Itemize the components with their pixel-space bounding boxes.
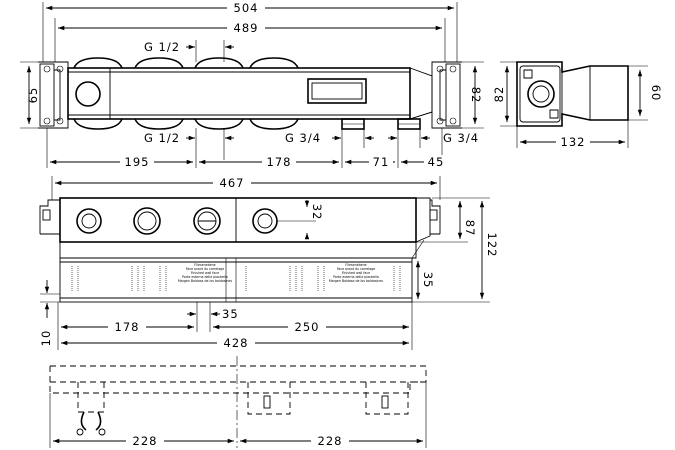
dim-65-label: 65 xyxy=(26,87,40,104)
dim-195-label: 195 xyxy=(125,155,150,169)
dim-504-label: 504 xyxy=(234,1,259,15)
dim-32-label: 32 xyxy=(310,204,324,221)
dim-71-label: 71 xyxy=(373,155,390,169)
dim-87-label: 87 xyxy=(463,220,477,237)
port-4 xyxy=(252,208,278,234)
port-3 xyxy=(193,207,221,235)
outlet-left-label: G 3/4 xyxy=(285,131,321,145)
plate-label-5a: Margen Baldosa de los baldosines xyxy=(178,279,232,283)
outlet-right-label: G 3/4 xyxy=(443,131,479,145)
dim-178-top-label: 178 xyxy=(267,155,292,169)
knob-circle xyxy=(75,81,101,107)
side-body xyxy=(516,61,629,127)
dim-467-label: 467 xyxy=(220,176,245,190)
plate-label-4a: Parte esterna della piastrella xyxy=(182,275,228,279)
dim-489-label: 489 xyxy=(234,21,259,35)
bottom-outline xyxy=(49,365,427,394)
port-1 xyxy=(76,208,102,234)
plate-label-3b: Finished wall face xyxy=(342,271,370,275)
plate-label-5b: Margen Baldosa de los baldosines xyxy=(329,279,383,283)
dim-10-label: 10 xyxy=(39,330,53,347)
dim-45-label: 45 xyxy=(428,155,445,169)
inlet-top-label: G 1/2 xyxy=(144,40,180,54)
dim-82-right-label: 82 xyxy=(469,87,483,104)
side-view: 82 60 132 xyxy=(492,61,663,149)
dim-35-right-label: 35 xyxy=(421,272,435,289)
dim-250-label: 250 xyxy=(295,320,320,334)
side-bore-circle xyxy=(527,80,555,108)
dim-35-bottom-label: 35 xyxy=(222,307,239,321)
valve-body-top xyxy=(67,67,411,120)
control-panel-rect xyxy=(307,78,367,104)
plate-label-2b: Face avant du carrelage xyxy=(337,267,375,271)
dim-178-bottom-label: 178 xyxy=(115,320,140,334)
side-dim-60-label: 60 xyxy=(649,85,663,102)
valve-body-front xyxy=(59,197,417,243)
plate-label-4b: Parte esterna della piastrella xyxy=(333,275,379,279)
dim-228-left-label: 228 xyxy=(133,434,158,448)
inlet-bottom-label: G 1/2 xyxy=(144,131,180,145)
plate-label-2a: Face avant du carrelage xyxy=(186,267,224,271)
plate-text-columns xyxy=(71,266,401,292)
plate-label-1a: Fliesenebene xyxy=(194,263,215,267)
side-dim-132-label: 132 xyxy=(561,135,586,149)
plate-label-1b: Fliesenebene xyxy=(345,263,366,267)
bottom-view: 228 228 xyxy=(49,356,427,448)
plate-label-3a: Finished wall face xyxy=(191,271,219,275)
dim-428-label: 428 xyxy=(224,336,249,350)
side-dim-82-label: 82 xyxy=(492,86,506,103)
port-2 xyxy=(133,207,161,235)
front-view: 467 32 Fliesenebene Fac xyxy=(39,176,499,350)
dim-122-label: 122 xyxy=(485,233,499,258)
top-view: 504 489 G 1/2 xyxy=(20,1,484,169)
dim-228-right-label: 228 xyxy=(318,434,343,448)
